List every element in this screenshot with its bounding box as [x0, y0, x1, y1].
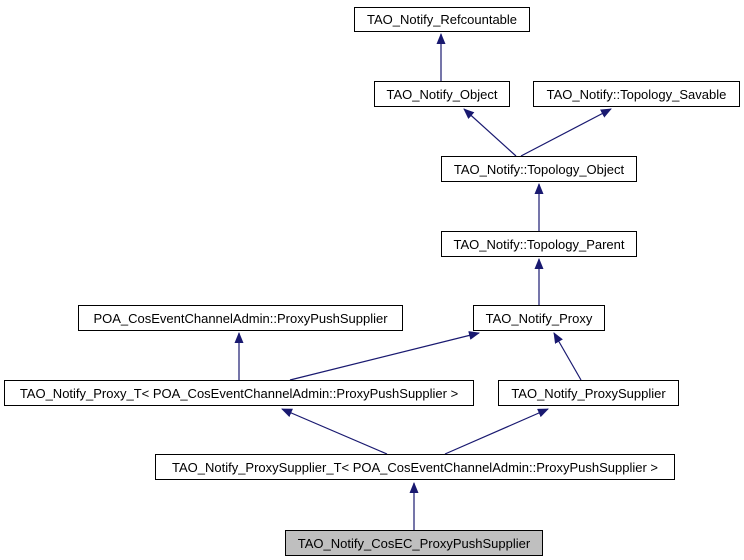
class-node-tao-notify-topology-object[interactable]: TAO_Notify::Topology_Object: [441, 156, 637, 182]
class-node-tao-notify-refcountable[interactable]: TAO_Notify_Refcountable: [354, 7, 530, 32]
class-node-tao-notify-proxysupplier[interactable]: TAO_Notify_ProxySupplier: [498, 380, 679, 406]
edge-proxysupplier-to-proxy: [553, 332, 582, 381]
class-node-tao-notify-object[interactable]: TAO_Notify_Object: [374, 81, 510, 107]
edge-topology-object-to-object: [463, 108, 517, 157]
class-node-tao-notify-proxy-t[interactable]: TAO_Notify_Proxy_T< POA_CosEventChannelA…: [4, 380, 474, 406]
class-node-poa-coseventchanneladmin-proxypushsupplier[interactable]: POA_CosEventChannelAdmin::ProxyPushSuppl…: [78, 305, 403, 331]
edge-proxy-t-to-proxy: [289, 331, 480, 381]
edge-topology-object-to-topology-savable: [520, 108, 612, 157]
class-node-tao-notify-topology-parent[interactable]: TAO_Notify::Topology_Parent: [441, 231, 637, 257]
edge-proxysupplier-t-to-proxysupplier: [444, 408, 549, 455]
class-node-tao-notify-topology-savable[interactable]: TAO_Notify::Topology_Savable: [533, 81, 740, 107]
class-node-tao-notify-proxysupplier-t[interactable]: TAO_Notify_ProxySupplier_T< POA_CosEvent…: [155, 454, 675, 480]
class-node-tao-notify-cosec-proxypushsupplier-current: TAO_Notify_CosEC_ProxyPushSupplier: [285, 530, 543, 556]
edge-proxysupplier-t-to-proxy-t: [281, 408, 388, 455]
class-node-tao-notify-proxy[interactable]: TAO_Notify_Proxy: [473, 305, 605, 331]
